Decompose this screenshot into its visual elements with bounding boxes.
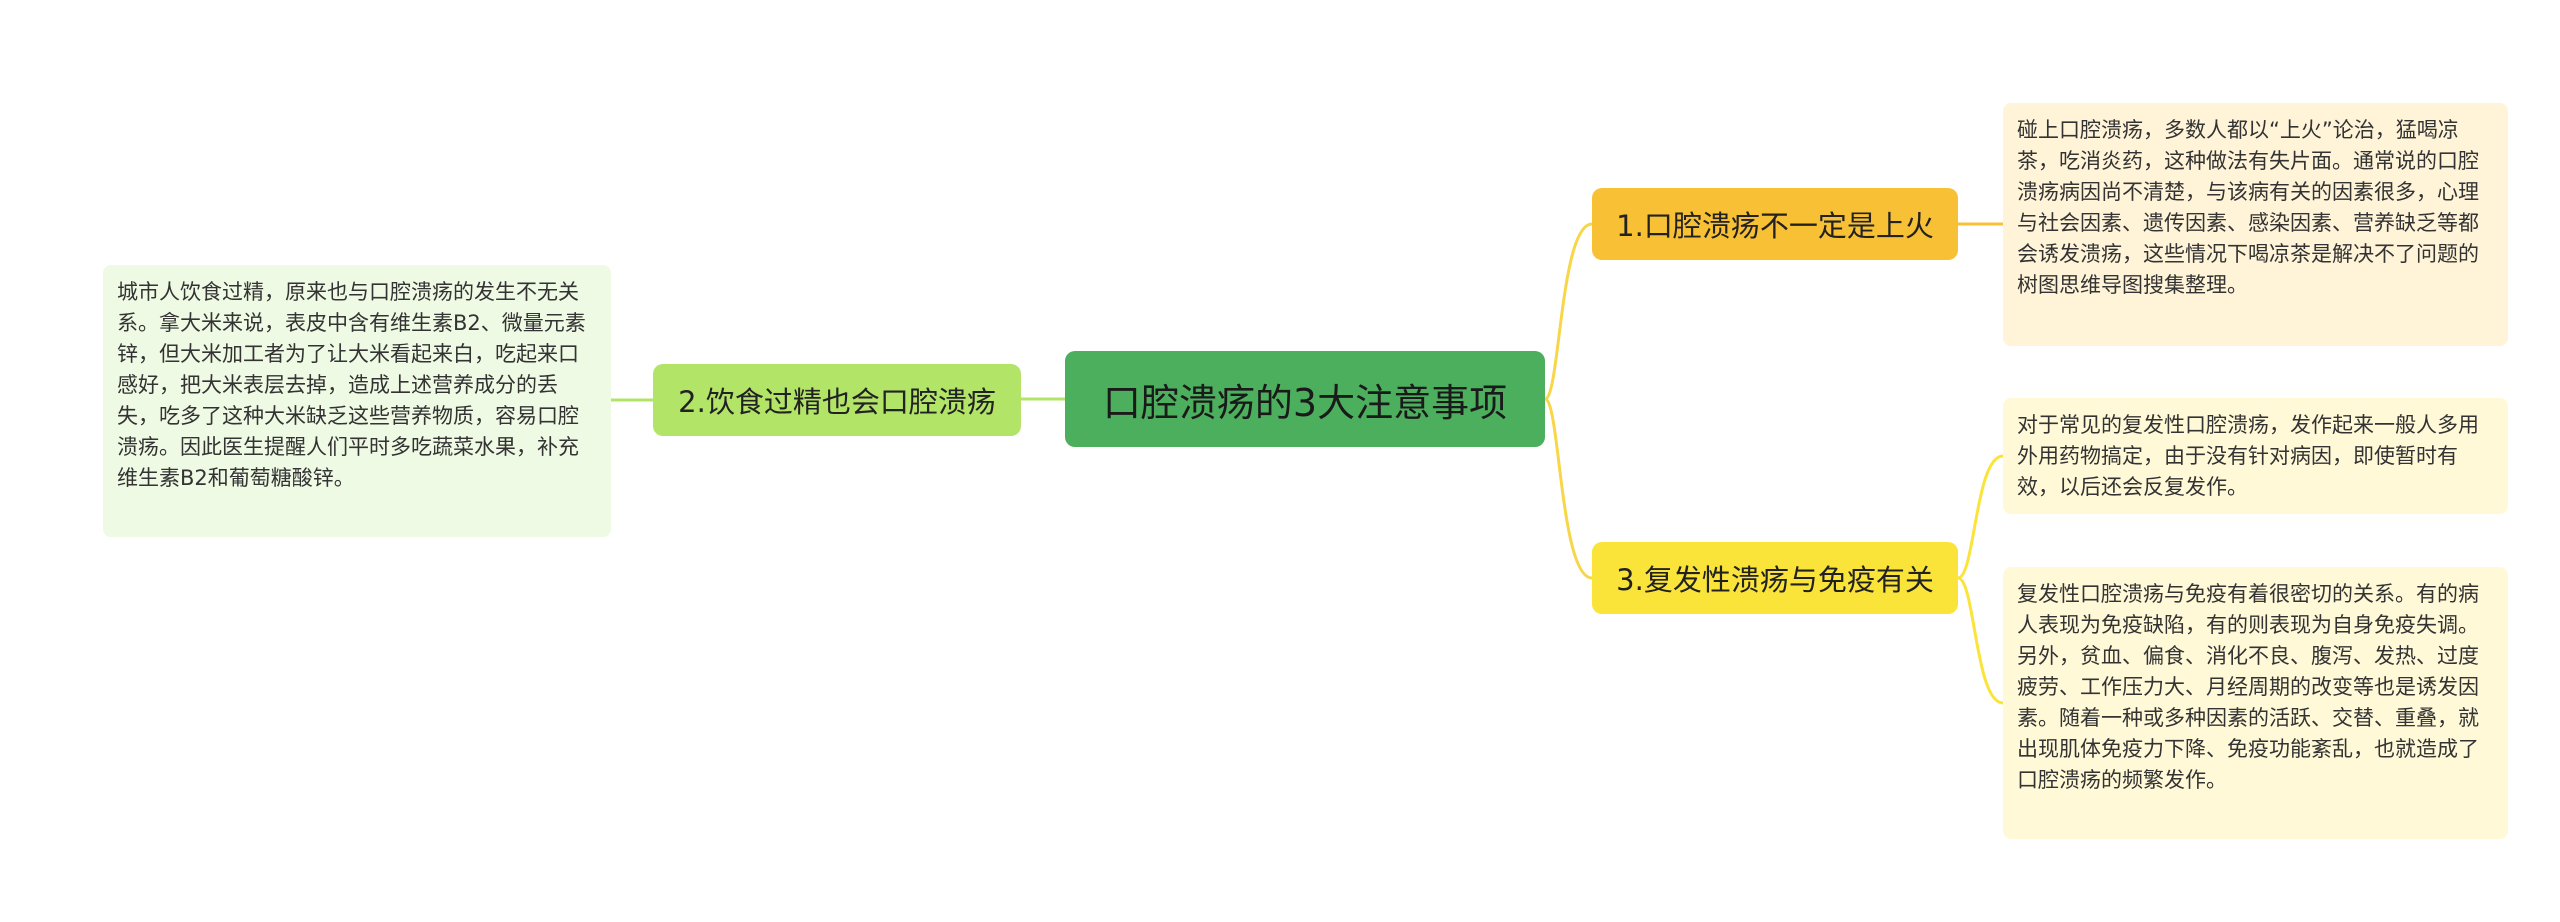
leaf-topic-1[interactable]: 碰上口腔溃疡，多数人都以“上火”论治，猛喝凉茶，吃消炎药，这种做法有失片面。通常…	[2003, 103, 2508, 346]
leaf-topic-2[interactable]: 城市人饮食过精，原来也与口腔溃疡的发生不无关系。拿大米来说，表皮中含有维生素B2…	[103, 265, 611, 537]
link-branch3-leaf1	[1957, 454, 2004, 580]
leaf-topic-3[interactable]: 对于常见的复发性口腔溃疡，发作起来一般人多用外用药物搞定，由于没有针对病因，即使…	[2003, 398, 2508, 514]
branch-topic-1[interactable]: 1.口腔溃疡不一定是上火	[1592, 188, 1958, 260]
link-center-branch1	[1543, 222, 1593, 401]
link-branch3-leaf2	[1957, 576, 2004, 705]
branch-topic-3[interactable]: 3.复发性溃疡与免疫有关	[1592, 542, 1958, 614]
central-topic[interactable]: 口腔溃疡的3大注意事项	[1065, 351, 1545, 447]
link-center-branch3	[1543, 397, 1593, 580]
branch-topic-2[interactable]: 2.饮食过精也会口腔溃疡	[653, 364, 1021, 436]
leaf-topic-4[interactable]: 复发性口腔溃疡与免疫有着很密切的关系。有的病人表现为免疫缺陷，有的则表现为自身免…	[2003, 567, 2508, 839]
